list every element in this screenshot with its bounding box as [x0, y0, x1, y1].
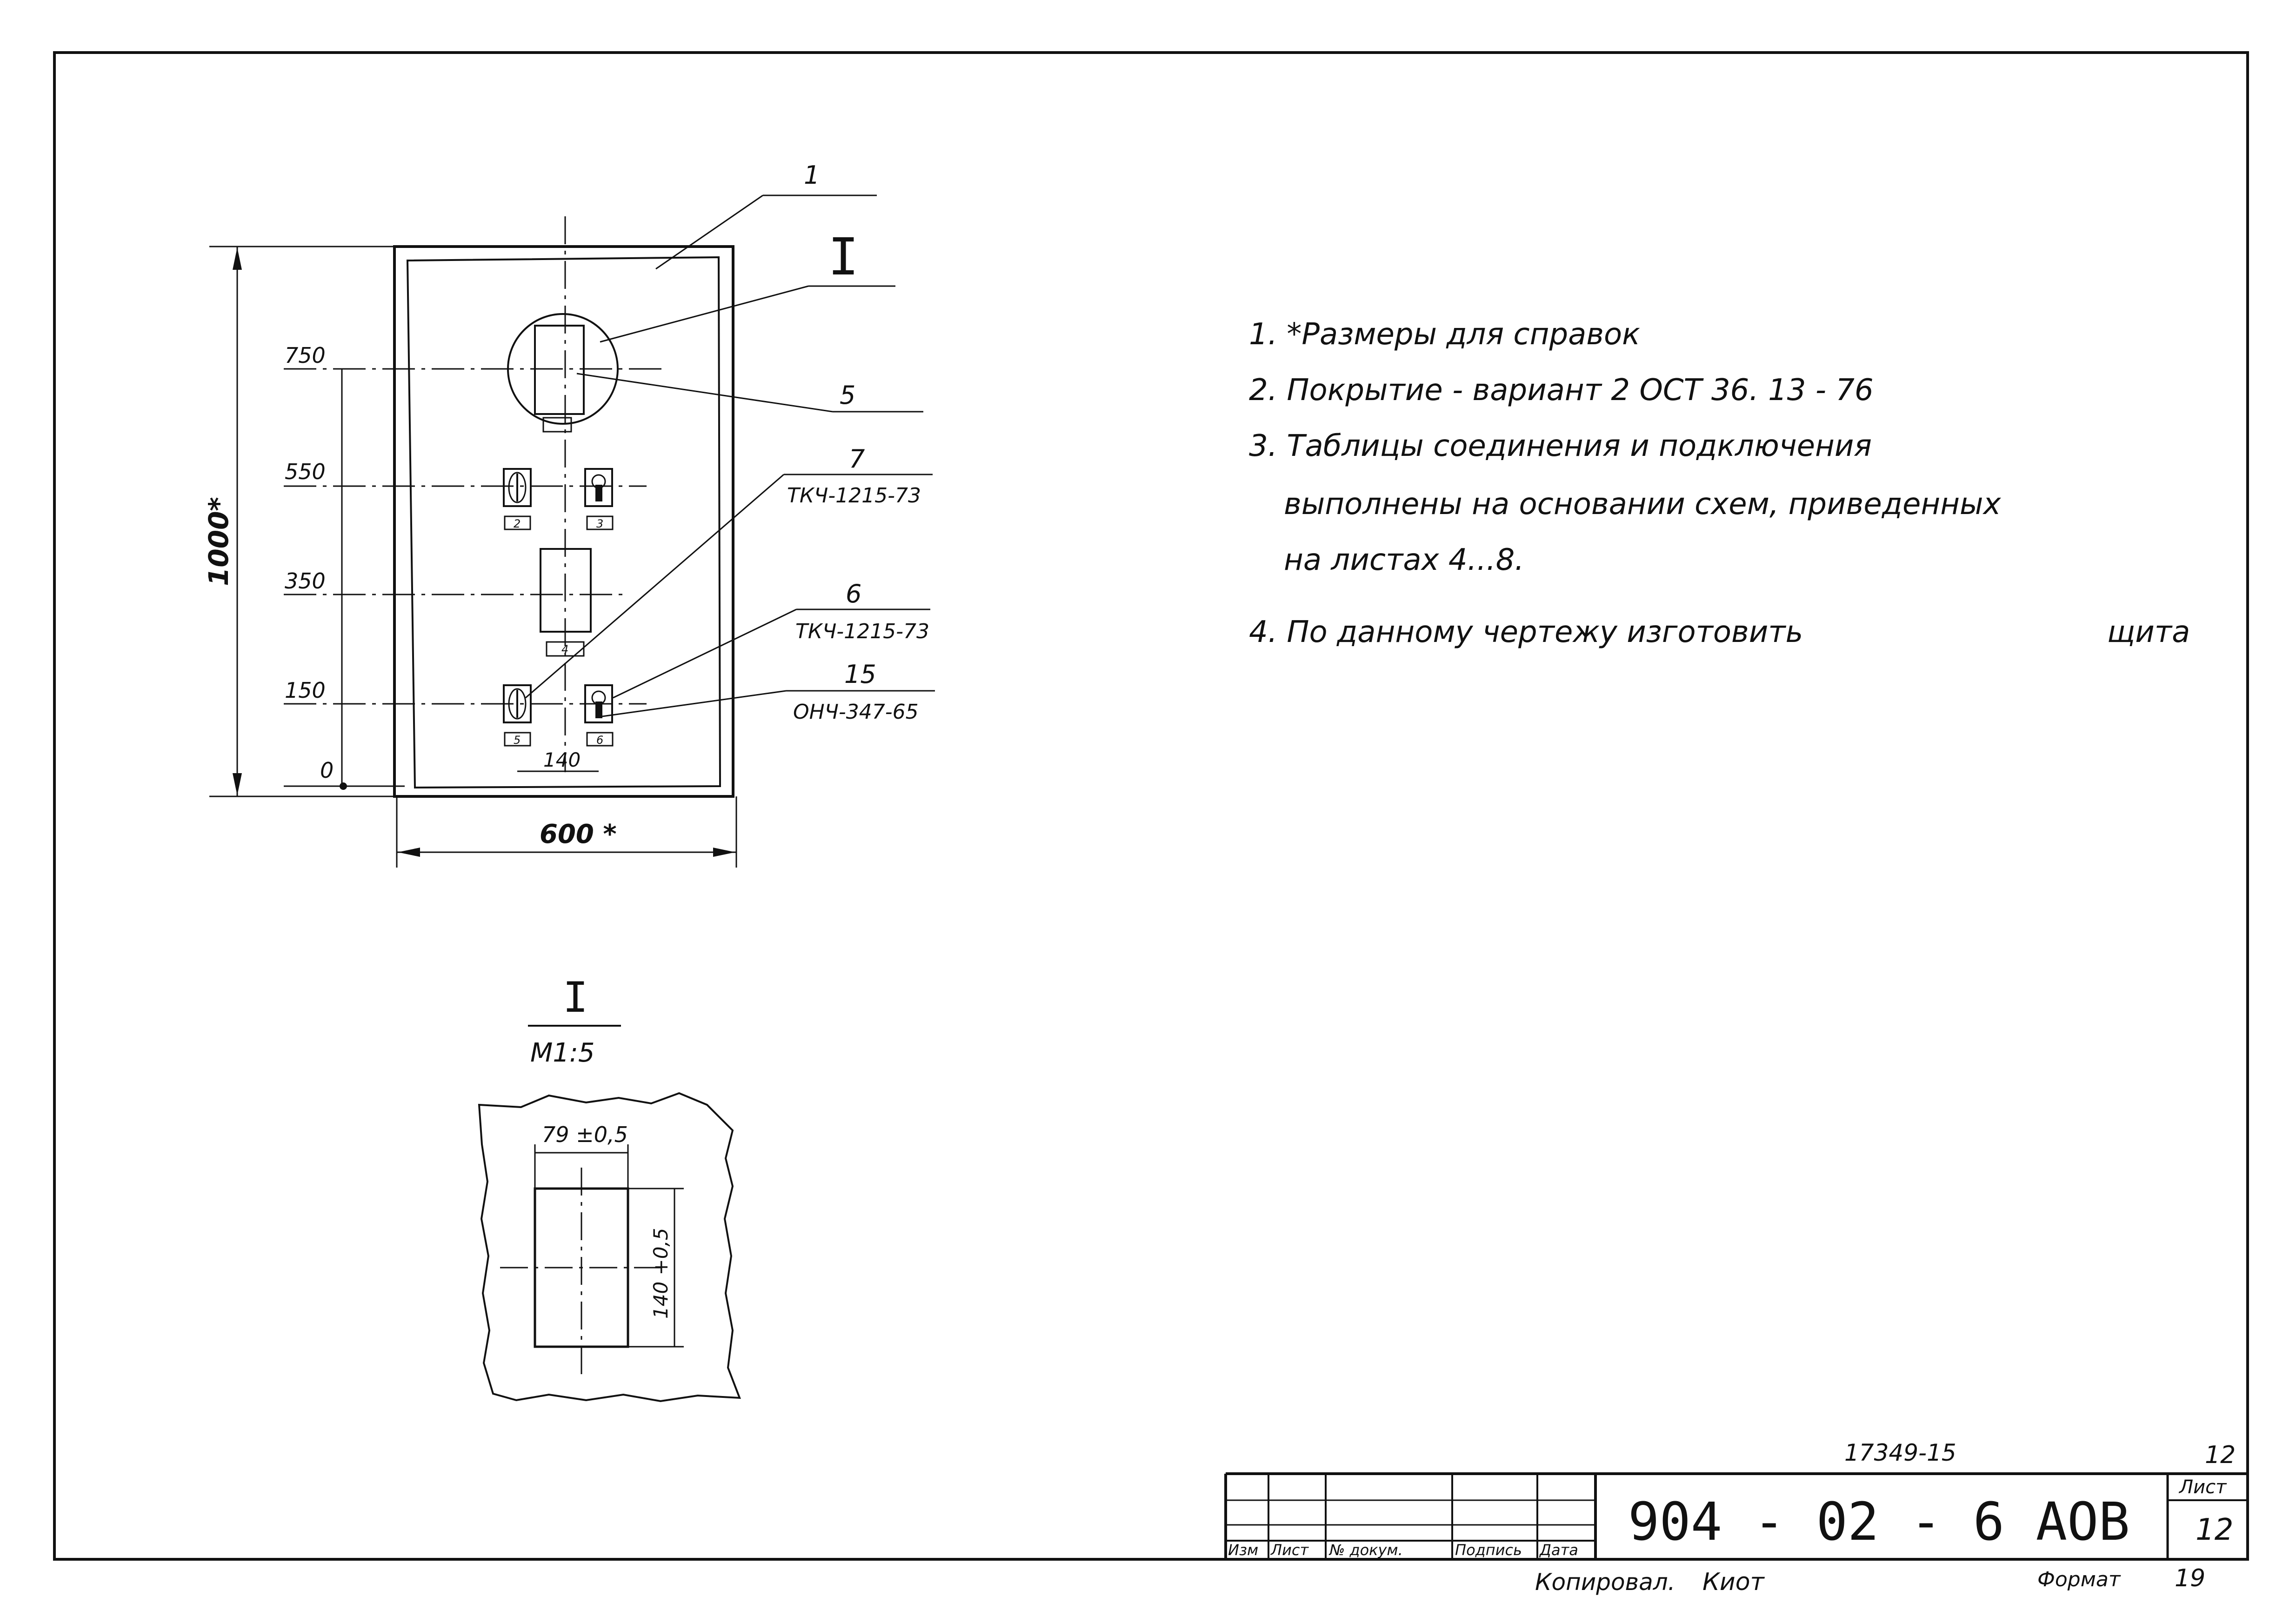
callout-15: 15 — [844, 660, 876, 689]
inventory-number: 17349-15 — [1844, 1439, 1956, 1466]
note-3-line-3: на листах 4...8. — [1284, 543, 1524, 577]
level-label-550: 550 — [285, 459, 326, 484]
callout-7: 7 — [849, 444, 865, 474]
callout-6: 6 — [846, 579, 861, 608]
callout-5: 5 — [840, 381, 855, 410]
leader-1 — [655, 194, 763, 270]
width-arrow-right — [713, 848, 735, 857]
header-izm: Изм — [1228, 1541, 1258, 1559]
note-2: 2. Покрытие - вариант 2 ОСТ 36. 13 - 76 — [1249, 373, 1874, 408]
note-4-tail: щита — [2107, 615, 2190, 649]
detail-scale: М1:5 — [530, 1038, 594, 1068]
plate-3 — [586, 515, 614, 530]
switch-150-left: 5 — [503, 684, 532, 747]
meter-tab — [542, 417, 572, 433]
svg-text:3: 3 — [596, 517, 603, 530]
note-3-line-2: выполнены на основании схем, приведенных — [1284, 487, 2002, 521]
spacing-dimension-label: 140 — [543, 748, 581, 771]
leader-7 — [525, 474, 784, 699]
format-value: 19 — [2175, 1564, 2205, 1592]
meter-circle — [507, 313, 619, 425]
svg-text:6: 6 — [596, 734, 603, 747]
callout-7-ref: ТКЧ-1215-73 — [787, 484, 921, 508]
callout-6-ref: ТКЧ-1215-73 — [795, 620, 929, 643]
header-list: Лист — [1270, 1541, 1309, 1559]
plate-4-number: 4 — [561, 643, 568, 656]
width-arrow-left — [398, 848, 420, 857]
copier-signature: Киот — [1702, 1568, 1765, 1596]
level-label-350: 350 — [285, 568, 326, 594]
copied-label: Копировал. — [1535, 1569, 1675, 1596]
panel-inner-outline — [406, 256, 721, 789]
height-arrow-bottom — [233, 773, 242, 795]
callout-15-ref: ОНЧ-347-65 — [793, 700, 919, 724]
device-350 — [540, 548, 592, 633]
footer: Копировал. Киот Формат 19 — [1535, 1564, 2205, 1596]
plate-2 — [504, 515, 531, 530]
callout-section-mark: I — [828, 227, 859, 287]
svg-text:5: 5 — [514, 734, 521, 747]
sheet-number-top: 12 — [2205, 1441, 2236, 1469]
meter-cutout — [534, 325, 585, 415]
header-doc-number: № докум. — [1328, 1541, 1403, 1559]
note-4: 4. По данному чертежу изготовить — [1249, 615, 1803, 649]
plate-4 — [546, 641, 585, 657]
zero-point-marker — [340, 782, 347, 790]
svg-text:2: 2 — [514, 517, 521, 530]
level-label-0: 0 — [320, 758, 334, 783]
header-date: Дата — [1539, 1541, 1578, 1559]
front-view: 750 550 350 150 0 1000* 600 * 2 — [203, 160, 935, 868]
height-arrow-top — [233, 247, 242, 270]
detail-height-dim: 140 +0,5 — [649, 1228, 672, 1319]
leader-section — [600, 285, 809, 343]
leader-15 — [602, 690, 787, 717]
switch-550-left: 2 — [503, 468, 532, 530]
format-label: Формат — [2037, 1568, 2121, 1591]
detail-title: I — [563, 973, 588, 1022]
sheet-label: Лист — [2178, 1476, 2227, 1498]
document-designation: 904 - 02 - 6 АОВ — [1628, 1492, 2130, 1552]
detail-break-outline — [478, 1092, 741, 1403]
plate-6 — [586, 732, 614, 747]
header-signature: Подпись — [1455, 1541, 1522, 1559]
callout-1: 1 — [804, 160, 820, 190]
notes-block: 1. *Размеры для справок 2. Покрытие - ва… — [1249, 317, 2190, 649]
height-dimension-label: 1000* — [203, 497, 234, 586]
title-block: 17349-15 12 Изм Лист № докум. Подпись Да… — [1224, 1439, 2248, 1559]
level-label-750: 750 — [285, 343, 326, 368]
lamp-150-right: 6 — [584, 684, 614, 747]
level-label-150: 150 — [285, 678, 326, 703]
detail-view: I М1:5 79 ±0,5 140 +0,5 — [478, 973, 741, 1403]
note-3: 3. Таблицы соединения и подключения — [1249, 429, 1872, 463]
plate-5 — [504, 732, 531, 747]
leader-6 — [613, 608, 797, 699]
lamp-550-right: 3 — [584, 468, 614, 530]
sheet-border — [53, 51, 2249, 1561]
sheet-number: 12 — [2196, 1513, 2233, 1547]
panel-outline — [393, 245, 734, 798]
leader-5 — [576, 373, 833, 413]
width-dimension-label: 600 * — [540, 819, 617, 849]
detail-width-dim: 79 ±0,5 — [542, 1122, 628, 1147]
note-1: 1. *Размеры для справок — [1249, 317, 1640, 352]
